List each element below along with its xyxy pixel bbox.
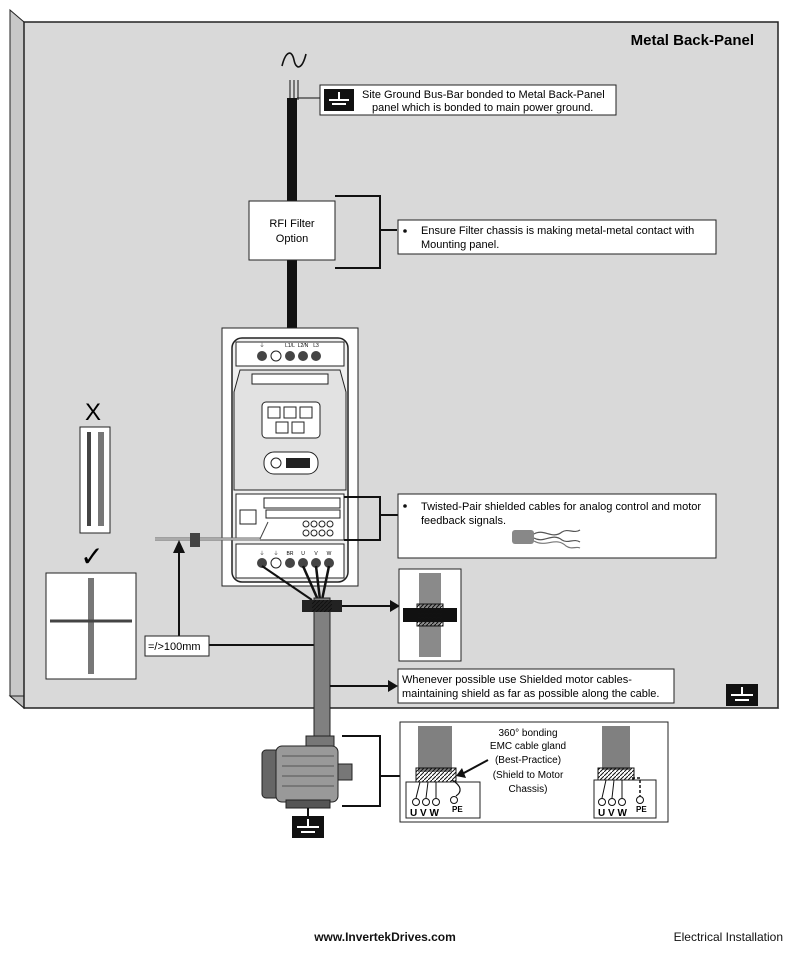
shield-text-1: Whenever possible use Shielded motor cab… bbox=[402, 674, 632, 686]
distance-arrow: =/>100mm bbox=[144, 540, 318, 657]
gland-text-2: EMC cable gland bbox=[490, 741, 566, 752]
wrong-crossing-example: X bbox=[79, 399, 111, 534]
drive-bottom-terminal-pe2: ⏚ bbox=[273, 550, 278, 557]
ac-supply-icon bbox=[281, 52, 307, 100]
filter-bracket bbox=[335, 195, 397, 269]
distance-label: =/>100mm bbox=[148, 641, 201, 653]
drive-bottom-terminal-pe1: ⏚ bbox=[259, 550, 264, 557]
gland-detail: U V W PE 360° bonding EMC cable gland (B… bbox=[399, 721, 669, 823]
ground-icon bbox=[324, 89, 354, 111]
gland-text-5: Chassis) bbox=[509, 784, 548, 795]
twisted-pair-cable-icon bbox=[512, 529, 581, 549]
drive-top-terminal-pe: ⏚ bbox=[259, 342, 264, 349]
drive-top-terminal-l3: L3 bbox=[313, 343, 319, 349]
shield-text-2: maintaining shield as far as possible al… bbox=[402, 688, 659, 700]
twisted-pair-text-2: feedback signals. bbox=[421, 515, 506, 527]
motor-bracket bbox=[342, 735, 400, 807]
gland-pe-left: PE bbox=[452, 805, 463, 814]
rfi-filter-label-1: RFI Filter bbox=[269, 218, 315, 230]
right-crossing-example: ✓ bbox=[45, 541, 137, 680]
shield-note: Whenever possible use Shielded motor cab… bbox=[330, 668, 675, 704]
motor-cable bbox=[261, 565, 331, 739]
motor-ground-icon bbox=[292, 808, 324, 838]
control-bracket bbox=[344, 496, 398, 541]
drive-icon: ⏚ L1/L L2/N L3 ⏚ ⏚ BR bbox=[221, 327, 359, 587]
rfi-filter-label-2: Option bbox=[276, 233, 308, 245]
filter-note: Ensure Filter chassis is making metal-me… bbox=[397, 219, 717, 255]
drive-top-terminal-l2: L2/N bbox=[298, 343, 309, 349]
panel-ground-icon bbox=[726, 684, 758, 706]
gland-pe-right: PE bbox=[636, 805, 647, 814]
wrong-mark: X bbox=[85, 399, 101, 426]
gland-terminals-left: U V W bbox=[410, 808, 439, 819]
drive-bottom-terminal-u: U bbox=[301, 551, 305, 557]
drive-bottom-terminal-w: W bbox=[327, 551, 332, 557]
right-mark: ✓ bbox=[80, 541, 103, 572]
control-cable bbox=[155, 521, 269, 547]
drive-bottom-terminal-v: V bbox=[314, 551, 318, 557]
panel-title: Metal Back-Panel bbox=[631, 32, 754, 49]
gland-terminals-right: U V W bbox=[598, 808, 627, 819]
motor-icon bbox=[261, 735, 353, 809]
rfi-filter-box: RFI Filter Option bbox=[248, 200, 336, 261]
footer-website: www.InvertekDrives.com bbox=[314, 930, 456, 944]
ground-bus-text-2: panel which is bonded to main power grou… bbox=[372, 102, 593, 114]
ground-bus-text-1: Site Ground Bus-Bar bonded to Metal Back… bbox=[362, 89, 605, 101]
drive-top-terminal-l1: L1/L bbox=[285, 343, 295, 349]
gland-text-1: 360° bonding bbox=[498, 728, 557, 739]
footer-section: Electrical Installation bbox=[673, 930, 783, 944]
filter-note-text-1: Ensure Filter chassis is making metal-me… bbox=[421, 225, 694, 237]
clamp-detail bbox=[398, 568, 462, 662]
twisted-pair-note: Twisted-Pair shielded cables for analog … bbox=[397, 493, 717, 559]
ground-bus-callout: Site Ground Bus-Bar bonded to Metal Back… bbox=[297, 84, 617, 116]
gland-text-4: (Shield to Motor bbox=[493, 770, 564, 781]
twisted-pair-text-1: Twisted-Pair shielded cables for analog … bbox=[421, 501, 701, 513]
filter-note-text-2: Mounting panel. bbox=[421, 239, 499, 251]
cable-clamp-icon bbox=[302, 600, 400, 612]
gland-text-3: (Best-Practice) bbox=[495, 755, 561, 766]
drive-bottom-terminal-br: BR bbox=[287, 551, 294, 557]
